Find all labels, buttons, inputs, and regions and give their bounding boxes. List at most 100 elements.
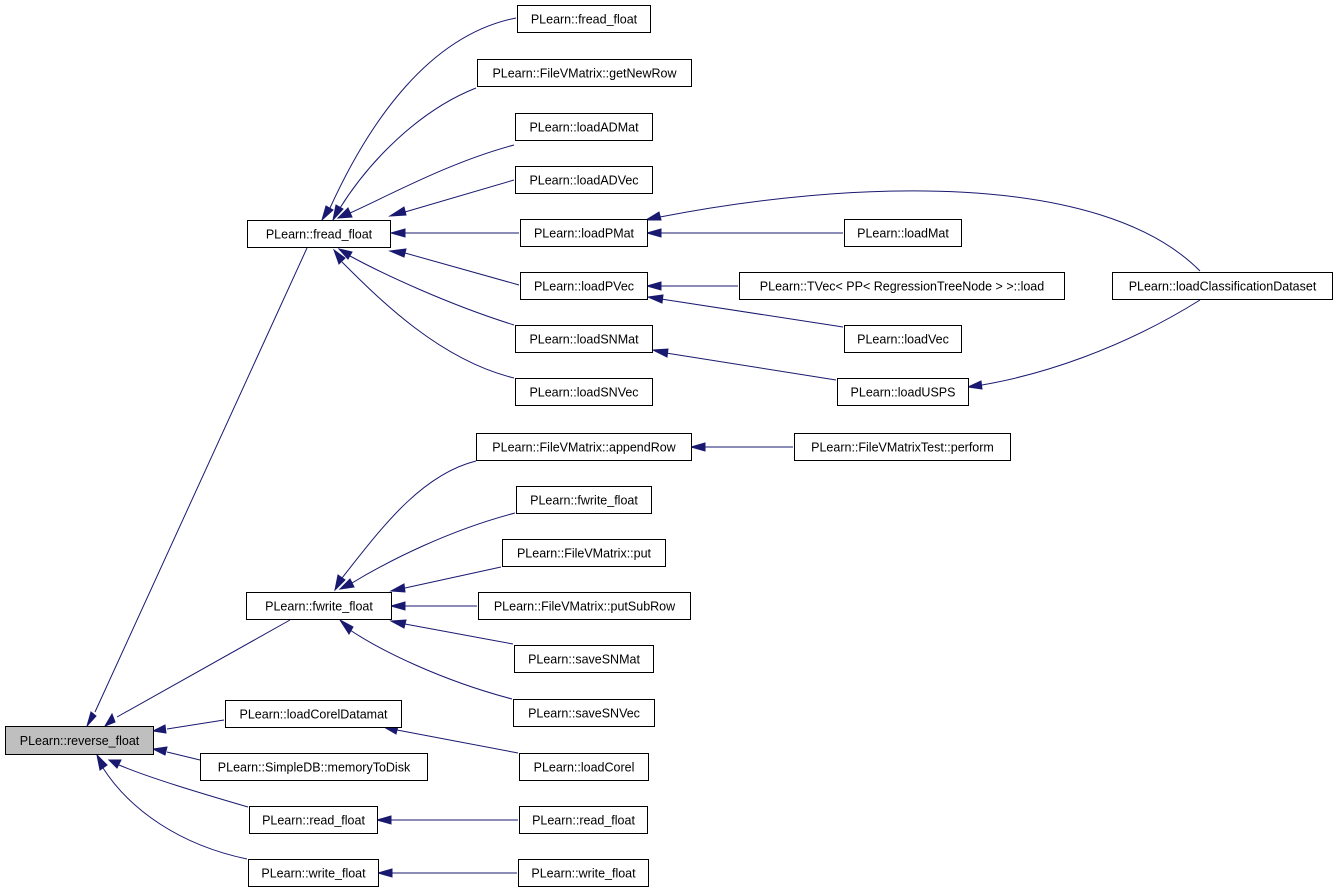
edge-line [329,17,517,209]
node-loadSNVec[interactable]: PLearn::loadSNVec [515,378,653,406]
node-memoryToDisk[interactable]: PLearn::SimpleDB::memoryToDisk [200,753,428,781]
node-box [794,433,1011,461]
node-reverse_float[interactable]: PLearn::reverse_float [5,726,154,755]
node-box [476,433,692,461]
nodes-layer: PLearn::reverse_float PLearn::fread_float… [5,5,1333,887]
node-loadCorel[interactable]: PLearn::loadCorel [519,753,649,781]
edge-write_float_sub-to-write_float_main [376,868,517,878]
edge-arrowhead [645,281,662,291]
node-box [513,699,655,727]
node-box [837,378,969,406]
edge-loadVec-to-loadPVec [646,294,844,328]
node-write_float_sub[interactable]: PLearn::write_float [518,859,649,887]
edge-put-to-fwrite_float_main [389,566,502,593]
node-label: PLearn::SimpleDB::memoryToDisk [218,761,411,775]
edge-line [349,144,515,214]
node-box [515,378,653,406]
node-box [516,486,652,514]
node-label: PLearn::write_float [261,867,366,881]
edge-line [404,623,514,645]
edge-line [341,261,515,379]
edge-loadClassificationDataset-to-loadUSPS [966,299,1201,390]
node-box [478,592,691,620]
node-loadADMat[interactable]: PLearn::loadADMat [515,113,653,141]
node-loadSNMat[interactable]: PLearn::loadSNMat [515,325,653,353]
node-label: PLearn::read_float [262,814,365,828]
node-loadPVec[interactable]: PLearn::loadPVec [520,272,648,300]
node-box [515,113,653,141]
edge-line [94,247,308,713]
edge-line [404,566,502,589]
edge-line [341,460,477,579]
edge-line [404,179,515,213]
edge-line [349,629,513,700]
node-fwrite_float_sub[interactable]: PLearn::fwrite_float [516,486,652,514]
node-fread_float_main[interactable]: PLearn::fread_float [247,220,391,248]
node-putSubRow[interactable]: PLearn::FileVMatrix::putSubRow [478,592,691,620]
node-read_float_main[interactable]: PLearn::read_float [249,806,378,834]
edge-arrowhead [645,228,662,238]
node-loadPMat[interactable]: PLearn::loadPMat [520,219,648,247]
edge-getNewRow-to-fread_float_main [332,87,477,222]
node-box [739,272,1065,300]
edge-arrowhead [388,206,407,217]
edge-tvecLoad-to-loadPVec [645,281,738,291]
node-loadCorelDatamat[interactable]: PLearn::loadCorelDatamat [225,700,402,728]
edge-arrowhead [338,578,355,590]
node-performTest[interactable]: PLearn::FileVMatrixTest::perform [794,433,1011,461]
node-label: PLearn::reverse_float [20,734,140,748]
node-label: PLearn::read_float [532,814,635,828]
edge-line [351,512,516,584]
node-loadUSPS[interactable]: PLearn::loadUSPS [837,378,969,406]
node-label: PLearn::loadVec [857,333,949,347]
node-label: PLearn::loadUSPS [851,386,956,400]
edge-fwrite_float_main-to-reverse_float [103,619,291,728]
edge-arrowhead [966,380,983,390]
node-box [249,806,378,834]
node-label: PLearn::FileVMatrix::appendRow [492,441,676,455]
node-tvecLoad[interactable]: PLearn::TVec< PP< RegressionTreeNode > >… [739,272,1065,300]
node-loadMat[interactable]: PLearn::loadMat [844,219,962,247]
edge-fread_float_top-to-fread_float_main [321,17,517,222]
node-label: PLearn::loadADVec [529,174,638,188]
node-fread_float_top[interactable]: PLearn::fread_float [517,5,651,33]
edge-arrowhead [338,618,354,635]
edge-fwrite_float_sub-to-fwrite_float_main [338,512,516,590]
node-saveSNVec[interactable]: PLearn::saveSNVec [513,699,655,727]
node-box [502,539,666,567]
node-box [247,220,391,248]
node-box [225,700,402,728]
node-box [520,219,648,247]
edge-loadSNVec-to-fread_float_main [332,248,515,379]
edge-arrowhead [151,724,167,734]
node-saveSNMat[interactable]: PLearn::saveSNMat [514,645,654,673]
edge-arrowhead [389,583,406,593]
edge-read_float_main-to-reverse_float [107,759,249,808]
edge-arrowhead [321,205,334,222]
node-label: PLearn::FileVMatrix::getNewRow [492,67,677,81]
node-loadADVec[interactable]: PLearn::loadADVec [515,166,653,194]
edge-loadCorel-to-loadCorelDatamat [382,725,519,754]
node-loadClassificationDataset[interactable]: PLearn::loadClassificationDataset [1112,272,1333,300]
edge-arrowhead [151,746,168,756]
edge-arrowhead [389,619,407,629]
node-appendRow[interactable]: PLearn::FileVMatrix::appendRow [476,433,692,461]
edge-arrowhead [651,348,669,358]
node-getNewRow[interactable]: PLearn::FileVMatrix::getNewRow [477,59,692,87]
node-label: PLearn::FileVMatrix::put [517,547,652,561]
node-loadVec[interactable]: PLearn::loadVec [844,325,962,353]
node-box [515,166,653,194]
edge-arrowhead [86,711,97,727]
node-write_float_main[interactable]: PLearn::write_float [248,859,379,887]
node-read_float_sub[interactable]: PLearn::read_float [519,806,648,834]
node-fwrite_float_main[interactable]: PLearn::fwrite_float [246,592,392,620]
node-label: PLearn::fwrite_float [265,600,373,614]
edge-line [118,764,249,808]
edge-memoryToDisk-to-reverse_float [151,746,201,761]
node-label: PLearn::FileVMatrixTest::perform [811,441,994,455]
edge-arrowhead [689,442,706,452]
edge-line [659,190,1201,272]
edge-loadPMat-to-fread_float_main [389,228,519,238]
node-put[interactable]: PLearn::FileVMatrix::put [502,539,666,567]
edge-line [396,729,519,754]
